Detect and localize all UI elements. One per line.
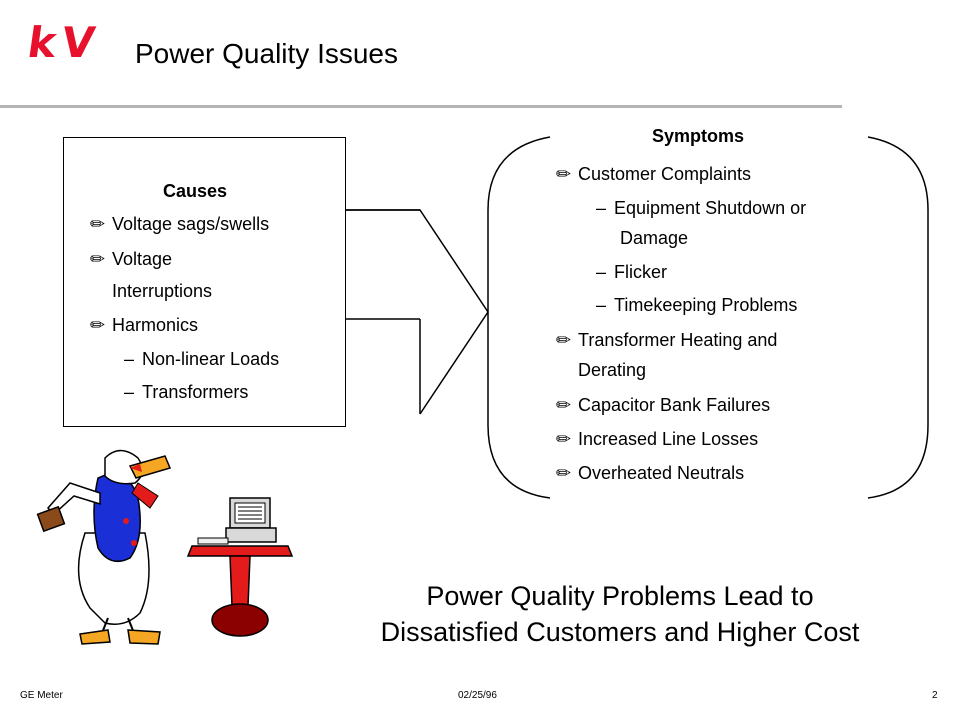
symptoms-item: ✏Overheated Neutrals: [556, 463, 745, 483]
angry-duck-icon: [36, 449, 172, 645]
pencil-icon: ✏: [556, 463, 572, 483]
pencil-icon: ✏: [90, 315, 106, 335]
symptoms-item: ✏Capacitor Bank Failures: [556, 395, 771, 415]
symptoms-heading: Symptoms: [652, 126, 745, 146]
symptoms-item: ✏Transformer Heating and: [556, 330, 778, 350]
symptoms-item-continuation: Derating: [578, 360, 647, 380]
symptoms-subitem-continuation: Damage: [620, 228, 689, 248]
flow-arrow-outline: [346, 209, 421, 414]
pencil-icon: ✏: [90, 249, 106, 269]
pencil-icon: ✏: [556, 395, 572, 415]
causes-item-continuation: Interruptions: [112, 281, 213, 301]
causes-heading: Causes: [163, 181, 228, 201]
causes-item: ✏Harmonics: [90, 315, 199, 335]
pencil-icon: ✏: [90, 214, 106, 234]
pencil-icon: ✏: [556, 330, 572, 350]
causes-subitem: –Non-linear Loads: [124, 349, 280, 369]
causes-box: [63, 137, 346, 427]
causes-item: ✏Voltage sags/swells: [90, 214, 270, 234]
symptoms-subitem: –Flicker: [596, 262, 668, 282]
symptoms-subitem: –Equipment Shutdown or: [596, 198, 807, 218]
pencil-icon: ✏: [556, 164, 572, 184]
conclusion-headline: Power Quality Problems Lead to Dissatisf…: [380, 581, 860, 647]
footer-page-number: 2: [932, 690, 938, 701]
footer-date: 02/25/96: [458, 690, 497, 701]
symptoms-item: ✏Increased Line Losses: [556, 429, 759, 449]
computer-on-table-icon: [186, 497, 294, 637]
causes-subitem: –Transformers: [124, 382, 249, 402]
symptoms-subitem: –Timekeeping Problems: [596, 295, 798, 315]
kv-logo: kV: [24, 18, 104, 67]
angry-duck-computer-clipart: [36, 449, 294, 645]
pencil-icon: ✏: [556, 429, 572, 449]
symptoms-bracket: [487, 136, 929, 499]
slide-title: Power Quality Issues: [135, 38, 398, 69]
footer-company: GE Meter: [20, 690, 63, 701]
causes-item: ✏Voltage: [90, 249, 173, 269]
title-divider: [0, 105, 842, 108]
symptoms-item: ✏Customer Complaints: [556, 164, 752, 184]
